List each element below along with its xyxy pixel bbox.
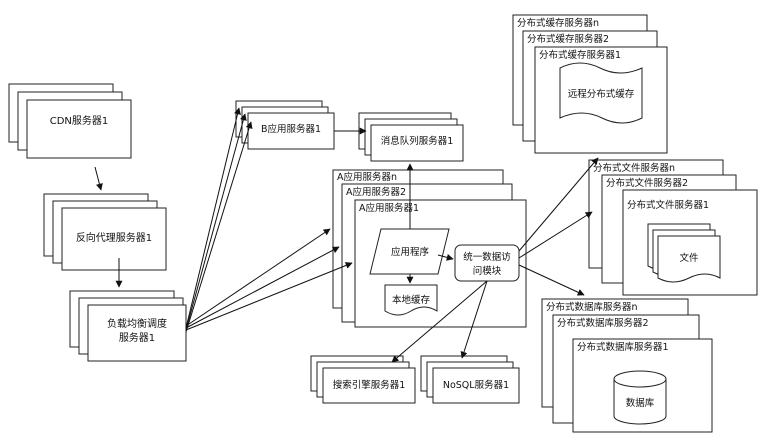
a-app-server-1-label: A应用服务器1 bbox=[359, 202, 419, 214]
dist-db-2-label: 分布式数据库服务器2 bbox=[557, 317, 649, 329]
dist-cache-n-label: 分布式缓存服务器n bbox=[517, 17, 599, 29]
edge-lb-to-b-app-1 bbox=[185, 107, 241, 329]
database-label: 数据库 bbox=[626, 397, 655, 409]
load-balancer-label-line2: 服务器1 bbox=[119, 331, 155, 344]
message-queue-label: 消息队列服务器1 bbox=[381, 135, 454, 147]
edge-lb-to-a-app-n bbox=[185, 228, 331, 327]
cdn-server-stack bbox=[8, 83, 132, 159]
nosql-label: NoSQL服务器1 bbox=[443, 379, 509, 391]
b-app-server-stack bbox=[235, 100, 335, 150]
edge-unified-to-file bbox=[518, 211, 593, 259]
search-engine-label: 搜索引擎服务器1 bbox=[333, 379, 406, 391]
a-app-server-2-label: A应用服务器2 bbox=[346, 186, 406, 198]
unified-access-label-line1: 统一数据访 bbox=[463, 251, 511, 263]
application-program-shape bbox=[369, 228, 450, 275]
database-cylinder-icon bbox=[613, 370, 667, 425]
connections bbox=[94, 107, 599, 363]
edge-lb-to-a-app-1 bbox=[185, 262, 353, 331]
dist-db-n-label: 分布式数据库服务器n bbox=[546, 301, 638, 313]
reverse-proxy-stack bbox=[43, 193, 167, 271]
application-program-label: 应用程序 bbox=[391, 246, 430, 258]
edge-lb-to-a-app-2 bbox=[185, 246, 340, 329]
edge-app-to-unified bbox=[437, 253, 454, 261]
edge-unified-to-search bbox=[391, 280, 488, 363]
b-app-server-label: B应用服务器1 bbox=[261, 123, 321, 135]
dist-cache-2-label: 分布式缓存服务器2 bbox=[527, 33, 609, 45]
reverse-proxy-label: 反向代理服务器1 bbox=[76, 231, 152, 244]
dist-file-stack bbox=[588, 159, 758, 296]
local-cache-label: 本地缓存 bbox=[392, 294, 431, 306]
remote-cache-label: 远程分布式缓存 bbox=[568, 88, 635, 100]
edge-lb-to-b-app-2 bbox=[185, 113, 247, 331]
load-balancer-label-line1: 负载均衡调度 bbox=[107, 317, 167, 330]
dist-db-1-label: 分布式数据库服务器1 bbox=[577, 341, 669, 353]
unified-access-label-line2: 问模块 bbox=[473, 265, 502, 277]
file-stack-shape bbox=[647, 223, 721, 283]
load-balancer-stack bbox=[69, 290, 187, 362]
edge-lb-to-b-app-3 bbox=[185, 121, 253, 333]
a-app-server-n-label: A应用服务器n bbox=[337, 171, 397, 183]
dist-file-2-label: 分布式文件服务器2 bbox=[606, 177, 688, 189]
remote-cache-shape bbox=[559, 62, 643, 124]
dist-file-1-label: 分布式文件服务器1 bbox=[627, 199, 709, 211]
edge-unified-to-cache bbox=[518, 157, 599, 252]
search-engine-stack bbox=[310, 355, 416, 404]
edge-unified-to-nosql bbox=[460, 280, 488, 359]
dist-file-n-label: 分布式文件服务器n bbox=[593, 162, 675, 174]
edge-unified-to-db bbox=[518, 264, 585, 296]
nosql-stack bbox=[420, 355, 520, 404]
message-queue-stack bbox=[358, 112, 464, 162]
cdn-server-label: CDN服务器1 bbox=[50, 114, 109, 127]
dist-cache-1-label: 分布式缓存服务器1 bbox=[539, 49, 621, 61]
local-cache-shape bbox=[384, 284, 438, 316]
file-label: 文件 bbox=[679, 252, 699, 264]
edge-cdn-to-proxy bbox=[94, 166, 103, 191]
